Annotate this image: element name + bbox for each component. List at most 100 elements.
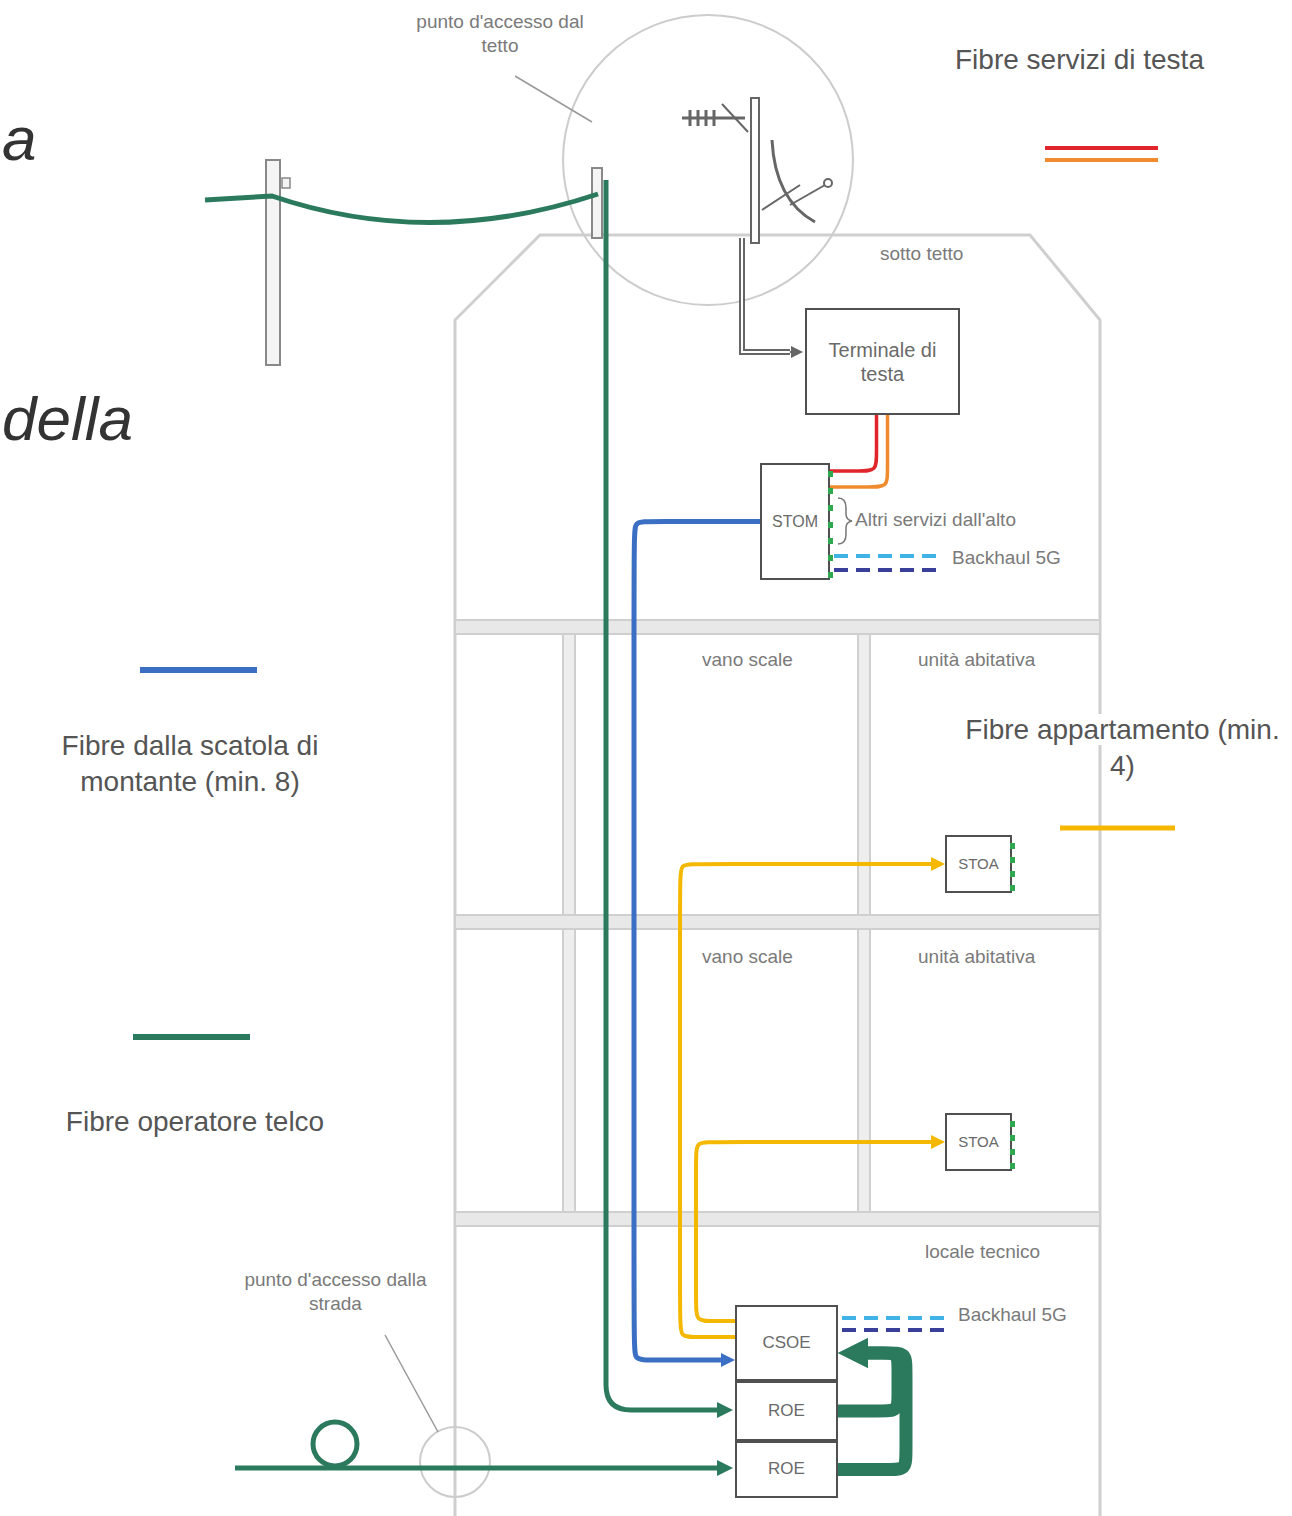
box-text: STOM: [772, 512, 818, 531]
box-text: STOA: [958, 855, 999, 873]
backhaul-dash: [834, 554, 942, 558]
label-text: vano scale: [702, 649, 793, 670]
fibre-port: [1010, 1163, 1015, 1169]
label-text: unità abitativa: [918, 649, 1035, 670]
fibre-port: [828, 555, 833, 561]
fibre-path: [830, 415, 877, 471]
label-text: Backhaul 5G: [958, 1304, 1067, 1325]
label-text: a: [2, 104, 36, 173]
stair-wall: [563, 929, 575, 1212]
box-text: ROE: [768, 1459, 805, 1479]
backhaul-dash: [842, 1316, 945, 1320]
zone-label: vano scale: [702, 648, 842, 672]
leader-line: [515, 76, 592, 122]
legend-entry: Fibre dalla scatola di montante (min. 8): [40, 728, 340, 801]
access-label: punto d'accesso dal tetto: [400, 10, 600, 58]
fibre-port: [1010, 843, 1015, 849]
floor-slab: [455, 915, 1100, 929]
legend-text: Fibre dalla scatola di montante (min. 8): [62, 730, 319, 797]
csoe-box: CSOE: [735, 1305, 838, 1381]
label-text: unità abitativa: [918, 946, 1035, 967]
backhaul-label: Backhaul 5G: [952, 546, 1072, 570]
legend-line-sample: [140, 667, 257, 673]
fibre-port: [828, 538, 833, 544]
fibre-connector: [838, 1353, 898, 1411]
label-text: Altri servizi dall'alto: [855, 509, 1016, 530]
zone-label: unità abitativa: [918, 648, 1098, 672]
box-text: STOA: [958, 1133, 999, 1151]
fibre-port: [828, 505, 833, 511]
stoa-box: STOA: [945, 835, 1012, 893]
fibre-port: [828, 471, 833, 477]
slide-text: a: [2, 100, 62, 178]
pole-bracket: [282, 178, 290, 188]
fibre-connector: [696, 1142, 931, 1321]
fibre-path: [680, 864, 931, 1337]
aerial-cable: [205, 194, 598, 223]
fibre-connector: [838, 1353, 906, 1470]
label-text: locale tecnico: [925, 1241, 1040, 1262]
fibre-connector: [680, 864, 931, 1337]
label-text: punto d'accesso dalla strada: [244, 1269, 426, 1314]
access-label: punto d'accesso dalla strada: [228, 1268, 443, 1316]
fibre-port: [828, 522, 833, 528]
label-text: sotto tetto: [880, 243, 963, 264]
legend-line-sample: [1045, 158, 1158, 162]
legend-line-sample: [133, 1034, 250, 1040]
label-text: Backhaul 5G: [952, 547, 1061, 568]
fibre-path: [830, 415, 888, 487]
building-outline: [455, 235, 1100, 1516]
legend-text: Fibre operatore telco: [66, 1106, 324, 1137]
fibre-port: [1010, 871, 1015, 877]
fibre-port: [1010, 857, 1015, 863]
telco-fibre-roof: [606, 180, 717, 1410]
partition-wall: [858, 929, 870, 1212]
roe-box: ROE: [735, 1381, 838, 1441]
floor-slab: [455, 1212, 1100, 1226]
legend-entry: Fibre servizi di testa: [955, 42, 1285, 78]
legend-line-sample: [1045, 146, 1158, 150]
legend-text: Fibre servizi di testa: [955, 44, 1204, 75]
legend-entry: Fibre appartamento (min. 4): [960, 712, 1285, 785]
slide-text: della: [2, 380, 202, 458]
legend-text: Fibre appartamento (min. 4): [965, 714, 1279, 781]
box-text: Terminale di testa: [828, 338, 938, 386]
fibre-path: [838, 1353, 898, 1411]
street-access-circle: [420, 1427, 490, 1497]
fibre-port: [828, 572, 833, 578]
label-text: della: [2, 384, 133, 453]
fibre-connector: [830, 415, 888, 487]
fibre-path: [696, 1142, 931, 1321]
bracket: [838, 498, 852, 544]
fibre-port: [1010, 1149, 1015, 1155]
zone-label: locale tecnico: [925, 1240, 1095, 1264]
fibre-port: [1010, 885, 1015, 891]
zone-label: sotto tetto: [880, 242, 1030, 266]
backhaul-dash: [834, 568, 942, 572]
zone-label: unità abitativa: [918, 945, 1098, 969]
floor-slab: [455, 620, 1100, 634]
telco-fibre-street: [235, 1466, 717, 1471]
label-text: punto d'accesso dal tetto: [416, 11, 583, 56]
partition-wall: [858, 634, 870, 915]
legend-entry: Fibre operatore telco: [60, 1104, 330, 1140]
backhaul-dash: [842, 1328, 945, 1332]
leader-line: [385, 1335, 438, 1432]
stair-wall: [563, 634, 575, 915]
label-text: vano scale: [702, 946, 793, 967]
stoa-box: STOA: [945, 1113, 1012, 1171]
pole: [266, 160, 280, 365]
stom-box: STOM: [760, 463, 830, 580]
fibre-port: [1010, 1135, 1015, 1141]
fibre-port: [1010, 1121, 1015, 1127]
services-label: Altri servizi dall'alto: [855, 508, 1095, 532]
roe-box: ROE: [735, 1441, 838, 1498]
box-text: CSOE: [762, 1333, 810, 1353]
zone-label: vano scale: [702, 945, 842, 969]
box-text: ROE: [768, 1401, 805, 1421]
cable-slack-loop: [313, 1422, 357, 1466]
backhaul-label: Backhaul 5G: [958, 1303, 1078, 1327]
roof-pole: [592, 168, 602, 238]
